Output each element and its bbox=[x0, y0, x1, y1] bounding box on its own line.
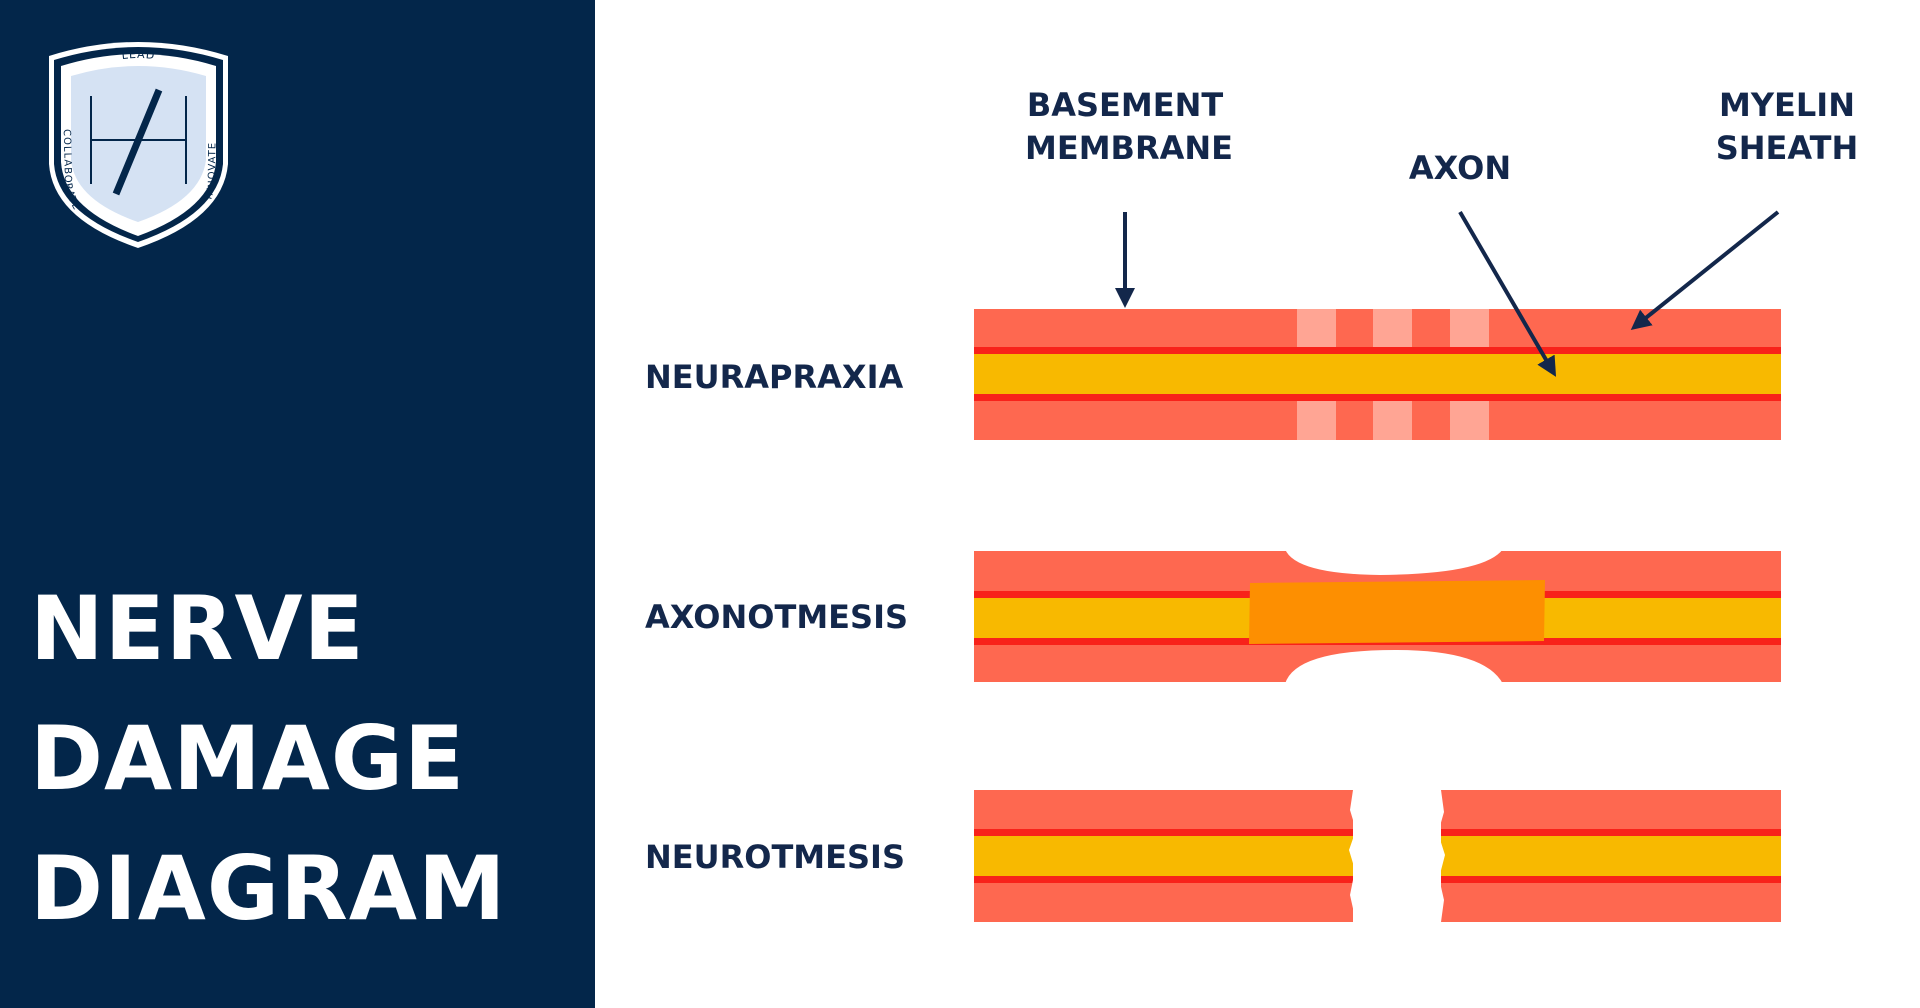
basement-membrane-line-upper-right bbox=[1441, 829, 1781, 836]
row-label-axonotmesis: AXONOTMESIS bbox=[645, 598, 909, 636]
label-basement-membrane: BASEMENT MEMBRANE bbox=[1025, 84, 1233, 170]
myelin-sheath-arrow bbox=[1630, 210, 1780, 331]
shield-logo-icon: LEAD COLLABORATE INNOVATE bbox=[49, 42, 228, 248]
basement-membrane-line-lower-right bbox=[1441, 876, 1781, 883]
label-myelin-sheath: MYELIN SHEATH bbox=[1697, 84, 1877, 170]
label-basement-membrane-line1: BASEMENT bbox=[1026, 86, 1224, 124]
row-label-neurapraxia: NEURAPRAXIA bbox=[645, 358, 904, 396]
sheath-notch-bottom bbox=[1285, 650, 1503, 684]
basement-membrane-line-upper bbox=[974, 347, 1781, 354]
nerve-neurotmesis bbox=[974, 790, 1781, 922]
torn-edge-right bbox=[1438, 790, 1445, 922]
damaged-axon-segment bbox=[1249, 580, 1545, 644]
basement-membrane-line-lower bbox=[974, 394, 1781, 401]
demyelination-patch bbox=[1373, 309, 1412, 347]
title-panel: LEAD COLLABORATE INNOVATE NERVE DAMAGE D… bbox=[0, 0, 595, 1008]
demyelination-patch bbox=[1297, 401, 1336, 440]
diagram-panel: BASEMENT MEMBRANE AXON MYELIN SHEATH NEU… bbox=[595, 0, 1920, 1008]
demyelination-patch bbox=[1297, 309, 1336, 347]
title-line-3: DIAGRAM bbox=[30, 837, 507, 940]
logo-top-word: LEAD bbox=[121, 48, 155, 62]
nerve-axonotmesis bbox=[974, 549, 1781, 684]
svg-text:LEAD: LEAD bbox=[121, 48, 156, 62]
nerve-neurapraxia bbox=[974, 309, 1781, 440]
axon-band bbox=[974, 350, 1781, 398]
label-myelin-sheath-line1: MYELIN bbox=[1719, 86, 1855, 124]
row-label-neurotmesis: NEUROTMESIS bbox=[645, 838, 905, 876]
label-axon: AXON bbox=[1408, 149, 1512, 187]
demyelination-patch bbox=[1450, 401, 1489, 440]
label-myelin-sheath-line2: SHEATH bbox=[1715, 129, 1859, 168]
axon-arrow bbox=[1458, 210, 1557, 377]
demyelination-patch bbox=[1373, 401, 1412, 440]
axon-band-left bbox=[974, 832, 1353, 880]
label-basement-membrane-line2: MEMBRANE bbox=[1025, 129, 1233, 168]
basement-membrane-line-lower-left bbox=[974, 876, 1353, 883]
title-line-2: DAMAGE bbox=[30, 707, 466, 810]
nerve-diagram bbox=[974, 210, 1781, 922]
basement-membrane-line-upper-left bbox=[974, 829, 1353, 836]
sheath-notch-top bbox=[1285, 549, 1503, 575]
demyelination-patch bbox=[1450, 309, 1489, 347]
axon-band-right bbox=[1441, 832, 1781, 880]
torn-edge-left bbox=[1349, 790, 1356, 922]
title-line-1: NERVE bbox=[30, 577, 365, 680]
